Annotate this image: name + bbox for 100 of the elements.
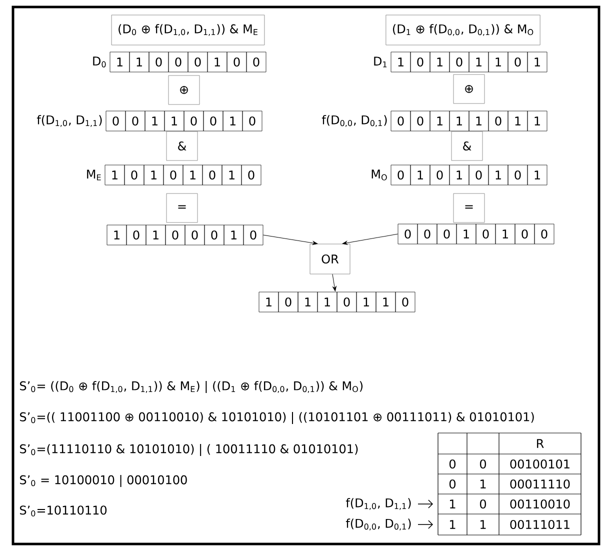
bit-cell: 0: [410, 52, 430, 72]
bit-cell: 1: [527, 164, 548, 186]
table-cell: 1: [450, 520, 456, 529]
arrow: [262, 234, 318, 245]
table-cell: 00100101: [510, 459, 570, 469]
bit-cell: 1: [182, 164, 203, 186]
operator-box: =: [166, 193, 198, 223]
bit-cell: 0: [163, 164, 184, 186]
bit-cell: 1: [104, 164, 125, 186]
bit-cell: 1: [410, 164, 430, 186]
bit-cell: 1: [224, 224, 244, 246]
register-label: f(D$_{0,0}$, D$_{0,1}$): [322, 115, 387, 127]
equation: S’$_{0}$ = 10100010 | 00010100: [20, 475, 187, 487]
bit-cell: 1: [449, 164, 470, 186]
bit-cell: 0: [243, 224, 264, 246]
bit-cell: 1: [527, 110, 548, 132]
operator-box: ⊕: [168, 75, 200, 105]
table-cell: 00110010: [510, 499, 570, 509]
bit-cell: 0: [126, 224, 146, 246]
bit-cell: 0: [508, 52, 528, 72]
bit-cell: 1: [222, 110, 243, 132]
formula-box: (D$_{0}$ ⊕ f(D$_{1,0}$, D$_{1,1}$)) & M$_{E}$: [111, 14, 265, 46]
bit-cell: 0: [226, 52, 247, 72]
equation: S’$_{0}$= ((D$_{0}$ ⊕ f(D$_{1,0}$, D$_{1,1}$)) & M$_{E}$) | ((D$_{1}$ ⊕ f(D$_{0,0}$, D$_{0,1}$)) & M$_{O}$): [20, 381, 363, 393]
table-cell: 1: [480, 480, 486, 488]
bit-cell: 0: [508, 164, 528, 186]
operator-box: =: [453, 193, 485, 223]
bit-cell: 0: [449, 52, 470, 72]
bit-cell: 1: [495, 224, 516, 244]
register-label: M$_{O}$: [372, 170, 387, 180]
table-cell: 0: [449, 479, 456, 489]
bit-cell: 0: [436, 224, 457, 244]
bit-cell: 0: [204, 224, 224, 246]
row-label: f(D$_{0,0}$, D$_{0,1}$): [346, 518, 411, 530]
table-cell: 00111011: [510, 520, 570, 530]
bit-cell: 1: [468, 52, 489, 72]
equation: S’$_{0}$=10110110: [20, 506, 107, 516]
bit-cell: 1: [376, 292, 396, 312]
bit-cell: 1: [356, 292, 376, 312]
bit-cell: 0: [336, 292, 357, 312]
bit-cell: 0: [184, 224, 205, 246]
bit-cell: 1: [164, 110, 184, 132]
bit-cell: 1: [508, 110, 528, 132]
bit-cell: 1: [527, 52, 548, 72]
operator-box: &: [451, 131, 483, 161]
bit-cell: 0: [125, 110, 146, 132]
bit-cell: 0: [514, 224, 535, 244]
bit-cell: 0: [390, 110, 411, 132]
bit-cell: 0: [202, 164, 222, 186]
row-label: f(D$_{1,0}$, D$_{1,1}$): [346, 498, 411, 510]
bit-cell: 0: [395, 292, 416, 312]
bit-cell: 1: [390, 52, 411, 72]
bit-cell: 0: [430, 164, 450, 186]
bit-cell: 1: [488, 52, 508, 72]
bit-cell: 0: [242, 110, 262, 132]
bit-cell: 1: [106, 224, 127, 246]
bit-cell: 0: [168, 52, 188, 72]
table-cell: 1: [450, 500, 456, 508]
register-label: D$_{0}$: [93, 56, 106, 68]
bit-cell: 0: [165, 224, 186, 246]
operator-box: &: [166, 131, 198, 161]
formula-box: (D$_{1}$ ⊕ f(D$_{0,0}$, D$_{0,1}$)) & M$_{O}$: [386, 14, 540, 46]
table-cell: 0: [480, 499, 486, 509]
bit-cell: 0: [241, 164, 262, 186]
equation: S’$_{0}$=(( 11001100 ⊕ 00110010) & 10101010) | ((10101101 ⊕ 00111011) & 01010101): [20, 412, 534, 424]
bit-cell: 0: [188, 52, 208, 72]
bit-cell: 0: [124, 164, 144, 186]
bit-cell: 0: [148, 52, 169, 72]
bit-cell: 0: [417, 224, 438, 244]
bit-cell: 1: [298, 292, 318, 312]
bit-cell: 0: [410, 110, 430, 132]
arrow: [332, 274, 336, 292]
bit-cell: 0: [246, 52, 266, 72]
bit-cell: 1: [317, 292, 338, 312]
bit-cell: 1: [144, 164, 164, 186]
bit-cell: 0: [203, 110, 224, 132]
bit-cell: 1: [144, 110, 165, 132]
bit-cell: 1: [258, 292, 279, 312]
bit-cell: 1: [146, 224, 166, 246]
register-label: D$_{1}$: [374, 56, 387, 68]
arrow: [342, 234, 398, 245]
bit-cell: 1: [456, 224, 476, 244]
table-cell: 1: [480, 520, 486, 529]
bit-cell: 1: [207, 52, 228, 72]
table-cell: R: [537, 439, 544, 448]
bit-cell: 0: [106, 110, 126, 132]
bit-cell: 1: [110, 52, 130, 72]
register-label: M$_{E}$: [87, 170, 101, 180]
bit-cell: 0: [468, 164, 489, 186]
register-label: f(D$_{1,0}$, D$_{1,1}$): [36, 115, 102, 127]
bit-cell: 1: [129, 52, 150, 72]
bit-cell: 1: [449, 110, 470, 132]
equation: S’$_{0}$=(11110110 & 10101010) | ( 10011110 & 01010101): [20, 444, 358, 456]
bit-cell: 0: [534, 224, 554, 244]
bit-cell: 1: [430, 52, 450, 72]
bit-cell: 0: [278, 292, 298, 312]
table-cell: 0: [449, 459, 456, 469]
table-cell: 0: [480, 459, 486, 469]
bit-cell: 0: [476, 224, 496, 244]
bit-cell: 0: [398, 224, 418, 244]
